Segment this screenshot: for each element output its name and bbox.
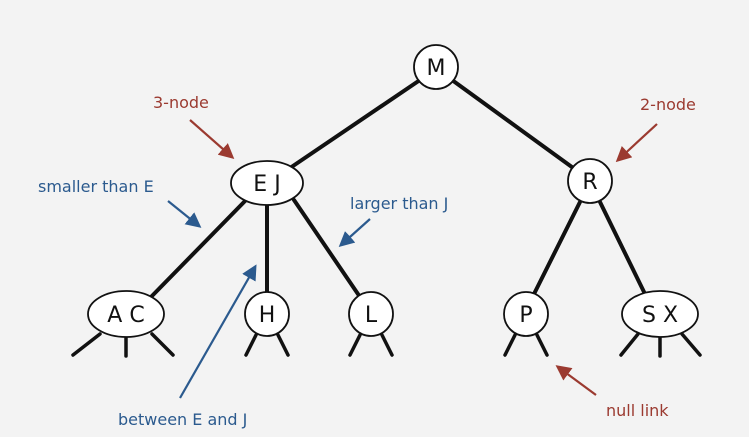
annotation-3-node: 3-node — [153, 93, 235, 160]
arrow-icon — [189, 119, 235, 160]
edge-m-r — [450, 78, 578, 172]
null-link — [348, 333, 362, 357]
null-link — [619, 332, 640, 357]
node-ac: A C — [87, 290, 165, 338]
null-link — [276, 333, 290, 357]
node-l: L — [348, 291, 394, 337]
node-label: P — [519, 303, 532, 328]
null-link — [244, 333, 258, 357]
arrow-icon — [615, 123, 658, 163]
edge-r-p — [532, 200, 582, 296]
node-p: P — [503, 291, 549, 337]
arrow-icon — [167, 200, 202, 228]
edge-ej-l — [292, 198, 362, 299]
edge-m-ej — [288, 78, 422, 170]
null-link — [71, 332, 102, 357]
edge-r-sx — [598, 200, 647, 296]
null-link — [680, 332, 702, 357]
annotation-label: smaller than E — [38, 177, 154, 196]
edge-ej-ac — [148, 198, 248, 300]
annotation-label: between E and J — [118, 410, 247, 429]
tree-edges — [148, 78, 647, 300]
annotation-label: larger than J — [350, 194, 448, 213]
annotation-larger-than-j: larger than J — [338, 194, 448, 248]
null-link — [150, 332, 175, 357]
node-ej: E J — [230, 160, 304, 206]
node-sx: S X — [621, 290, 699, 338]
null-link-stubs — [71, 332, 702, 358]
node-m: M — [413, 44, 459, 90]
arrow-icon — [179, 264, 257, 399]
node-label: H — [259, 303, 276, 328]
annotation-2-node: 2-node — [615, 95, 696, 163]
node-label: E J — [253, 172, 280, 197]
node-label: R — [582, 170, 597, 195]
node-label: A C — [107, 303, 144, 328]
annotation-null-link: null link — [555, 365, 669, 420]
annotation-label: 2-node — [640, 95, 696, 114]
null-link — [503, 333, 517, 357]
node-r: R — [567, 158, 613, 204]
node-label: S X — [642, 303, 678, 328]
annotation-label: 3-node — [153, 93, 209, 112]
null-link — [535, 333, 549, 357]
annotation-smaller-than-e: smaller than E — [38, 177, 202, 228]
node-label: M — [427, 56, 446, 81]
node-h: H — [244, 291, 290, 337]
annotation-between-e-and-j: between E and J — [118, 264, 257, 429]
node-label: L — [365, 303, 378, 328]
arrow-icon — [555, 365, 597, 396]
annotation-label: null link — [606, 401, 669, 420]
arrow-icon — [338, 218, 371, 248]
null-link — [380, 333, 394, 357]
